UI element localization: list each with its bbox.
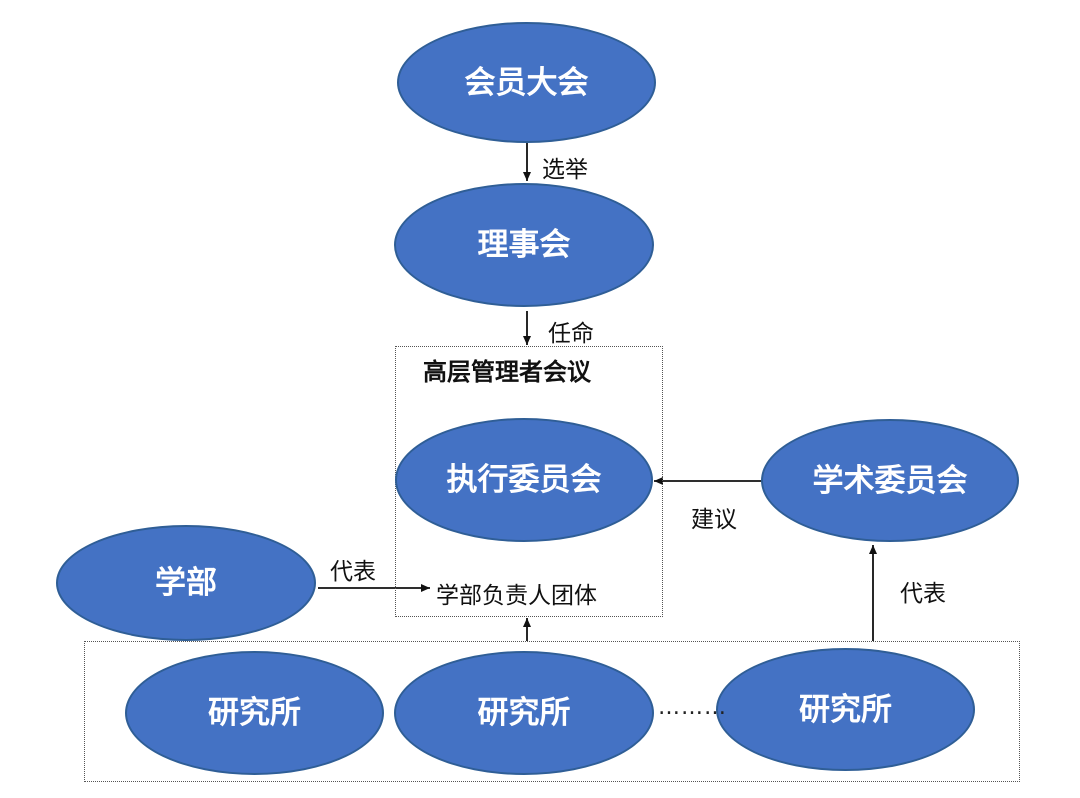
institute-node-2: 研究所	[394, 651, 654, 775]
academic-committee-node: 学术委员会	[761, 419, 1019, 542]
faculty-heads-label: 学部负责人团体	[436, 583, 597, 609]
institute-node-1: 研究所	[125, 651, 384, 775]
represent-right-label: 代表	[900, 581, 946, 607]
represent-left-label: 代表	[330, 559, 376, 585]
general-assembly-node: 会员大会	[397, 22, 656, 143]
elect-label: 选举	[542, 157, 588, 183]
institute-node-3: 研究所	[716, 648, 975, 771]
institutes-box	[84, 641, 1020, 782]
executive-committee-node: 执行委员会	[395, 418, 653, 542]
faculty-node: 学部	[56, 525, 316, 641]
senior-management-title: 高层管理者会议	[423, 358, 591, 386]
board-node: 理事会	[394, 183, 654, 307]
appoint-label: 任命	[548, 321, 594, 347]
advise-label: 建议	[691, 507, 737, 533]
ellipsis-dots: ………	[658, 695, 727, 720]
